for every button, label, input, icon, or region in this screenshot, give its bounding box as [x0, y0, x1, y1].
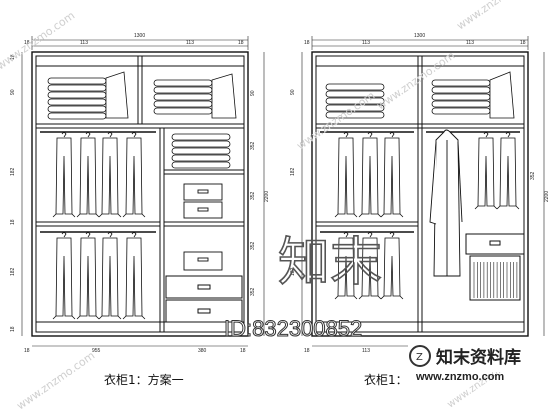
dim-bottom-left: 955	[92, 348, 101, 354]
trousers-item	[76, 132, 100, 218]
trousers-item	[76, 232, 100, 320]
folded-clothes-stack	[431, 71, 515, 119]
long-coat	[429, 129, 463, 277]
dim-rail-height: 182	[10, 167, 16, 176]
dim-top-right: 113	[186, 40, 194, 46]
dim-total-width: 1300	[414, 33, 425, 39]
dim-rail-height: 182	[290, 167, 296, 176]
folded-clothes-stack	[325, 83, 385, 119]
dim-side: 18	[10, 54, 16, 60]
trousers-item	[98, 132, 122, 218]
brand-site: www.znzmo.com	[415, 371, 504, 383]
dim-side: 18	[24, 348, 30, 354]
dim-side: 18	[520, 40, 526, 46]
dim-top-left: 113	[80, 40, 88, 46]
trousers-item	[334, 232, 358, 300]
trousers-item	[122, 132, 146, 218]
trousers-item	[358, 132, 382, 218]
dim-rail-height: 182	[10, 267, 16, 276]
dim-height: 90	[10, 89, 16, 95]
dim-total-height: 2200	[264, 191, 270, 202]
dim-height: 352	[250, 141, 256, 150]
brand-badge: Z 知末资料库 www.znzmo.com	[408, 340, 558, 383]
dim-height: 352	[250, 191, 256, 200]
dim-side: 18	[24, 40, 30, 46]
dimension-lines	[21, 36, 545, 347]
trousers-item	[122, 232, 146, 320]
trousers-item	[52, 232, 76, 320]
dim-height: 352	[530, 171, 536, 180]
trousers-item	[334, 132, 358, 218]
trousers-item	[474, 132, 498, 210]
dim-height: 352	[250, 241, 256, 250]
dim-bottom-left: 113	[362, 348, 370, 354]
watermark-id: ID:832300852	[224, 316, 362, 341]
dim-side: 18	[238, 40, 244, 46]
dim-total-width: 1300	[134, 33, 145, 39]
dim-height: 90	[250, 90, 256, 96]
dim-top-right: 113	[466, 40, 474, 46]
trousers-item	[380, 132, 404, 218]
trousers-item	[380, 232, 404, 300]
dim-bottom-right: 380	[198, 348, 207, 354]
caption-left: 衣柜1：方案一	[104, 372, 184, 387]
wardrobe-right	[311, 51, 529, 337]
watermark-site: www.znzmo.com	[454, 0, 537, 32]
watermark-site: www.znzmo.com	[0, 9, 77, 73]
caption-right: 衣柜1：	[364, 372, 408, 387]
dim-height: 352	[250, 287, 256, 296]
dim-total-height: 2200	[544, 191, 550, 202]
hanging-trousers	[52, 132, 146, 320]
trousers-item	[358, 232, 382, 300]
watermark-site: www.znzmo.com	[14, 349, 97, 413]
dim-side: 18	[304, 348, 310, 354]
dim-height: 90	[290, 89, 296, 95]
dim-rail-height: 182	[290, 267, 296, 276]
folded-clothes-stack	[47, 71, 129, 120]
watermark-brand-big: 知末	[278, 233, 382, 293]
storage-boxes	[183, 183, 223, 271]
hanging-trousers	[334, 132, 520, 300]
dim-side: 18	[10, 326, 16, 332]
pull-out-basket	[473, 262, 518, 298]
dim-side: 18	[240, 348, 246, 354]
trousers-item	[496, 132, 520, 210]
trousers-item	[98, 232, 122, 320]
brand-logo-icon: Z	[416, 352, 423, 363]
dim-top-left: 113	[362, 40, 370, 46]
dim-side: 18	[304, 40, 310, 46]
folded-clothes-stack	[153, 73, 237, 119]
folded-clothes-stack	[171, 133, 231, 169]
brand-name: 知末资料库	[435, 347, 521, 368]
dim-side: 18	[10, 219, 16, 225]
wardrobe-left	[31, 51, 249, 337]
trousers-item	[52, 132, 76, 218]
